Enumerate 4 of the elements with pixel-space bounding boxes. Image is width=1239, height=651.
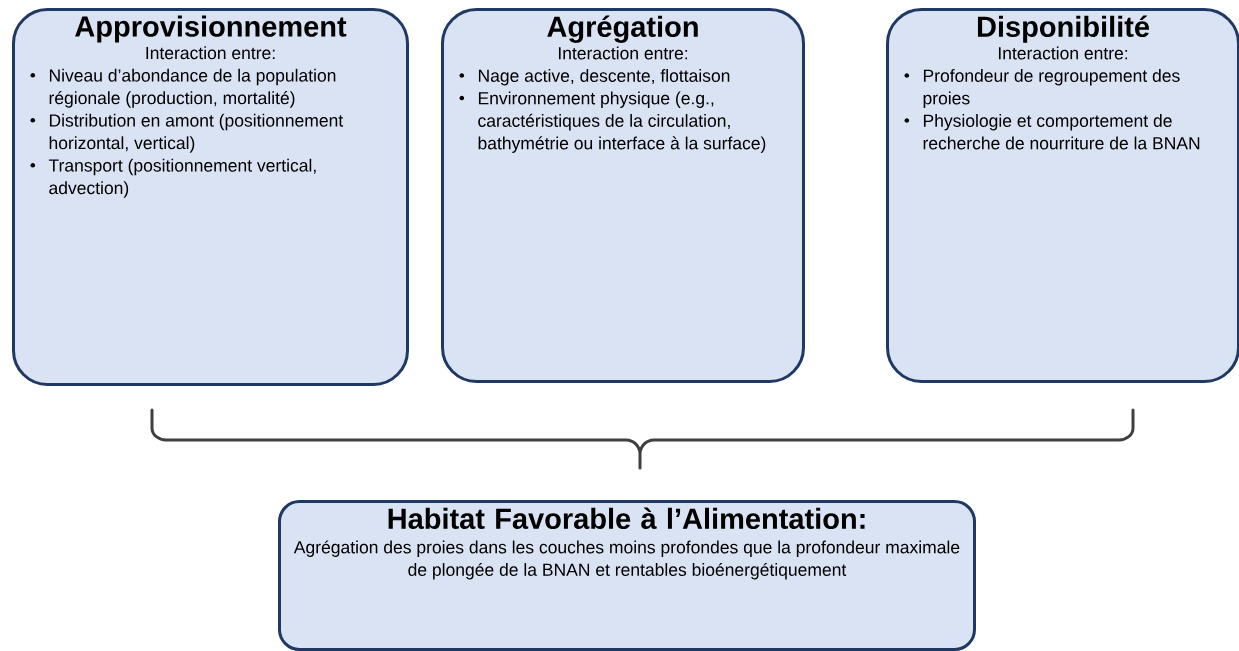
rounded-box: Agrégation Interaction entre: Nage active, descente, flottaison Environnement physique (e.g., caractéristiques de la circulation, bathymétrie ou interface à la surface)	[441, 8, 805, 383]
rounded-box: Approvisionnement Interaction entre: Niveau d’abondance de la population régionale (production, mortalité) Distribution en amont (positionnement horizontal, vertical) Transport (positionnement vertical, advection)	[12, 8, 409, 386]
rounded-box: Habitat Favorable à l’Alimentation: Agrégation des proies dans les couches moins profondes que la profondeur maximale de plongée de la BNAN et rentables bioénergétiquement	[278, 500, 976, 651]
rounded-box: Disponibilité Interaction entre: Profondeur de regroupement des proies Physiologie et comportement de recherche de nourriture de la BNAN	[886, 8, 1239, 383]
